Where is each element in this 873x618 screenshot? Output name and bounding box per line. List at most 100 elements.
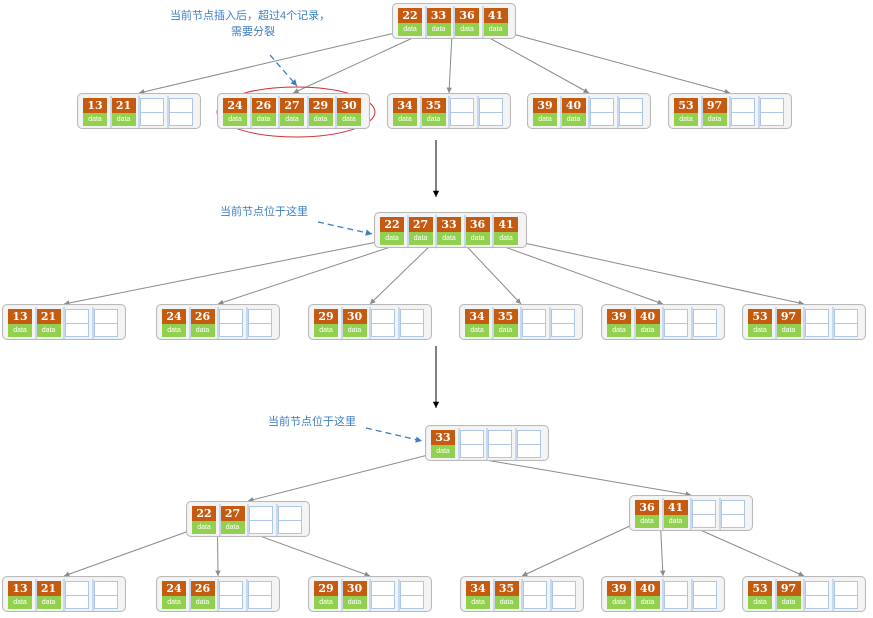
slot-divider	[369, 307, 371, 339]
data-label: data	[223, 113, 247, 126]
slot-divider	[453, 6, 455, 38]
slot-divider	[661, 498, 664, 530]
slot-divider	[109, 96, 112, 128]
stage3-edge-left-leaf-head	[364, 571, 370, 577]
key-label: 24	[162, 309, 186, 324]
slot-divider	[397, 307, 400, 339]
data-label: data	[674, 113, 698, 126]
slot-divider	[514, 428, 517, 460]
annotation-arrow-stage2-head	[365, 229, 372, 236]
data-label: data	[748, 324, 772, 337]
key-label: 30	[342, 581, 367, 596]
slot-divider	[831, 307, 834, 339]
slot-divider	[803, 307, 805, 339]
slot-divider	[718, 498, 721, 530]
data-label: data	[8, 596, 32, 609]
data-label: data	[465, 232, 490, 245]
stage1-edge	[293, 32, 424, 94]
slot-divider	[457, 428, 460, 460]
data-label: data	[607, 596, 631, 609]
slot-divider	[275, 504, 278, 536]
data-label: data	[561, 113, 586, 126]
slot-divider	[63, 307, 65, 339]
key-label: 34	[466, 581, 490, 596]
empty-slot	[618, 98, 643, 126]
slot-divider	[616, 96, 619, 128]
slot-divider	[690, 307, 693, 339]
key-label: 41	[494, 217, 518, 232]
data-label: data	[465, 324, 489, 337]
key-label: 22	[380, 217, 404, 232]
slot-divider	[492, 579, 495, 611]
stage1-edge	[448, 32, 453, 94]
slot-divider	[217, 579, 219, 611]
empty-slot	[247, 581, 272, 609]
empty-slot	[759, 98, 784, 126]
data-label: data	[251, 113, 276, 126]
empty-slot	[692, 581, 717, 609]
empty-slot	[219, 309, 243, 337]
stage2-edge	[490, 241, 664, 305]
data-label: data	[162, 324, 186, 337]
stage3-edge-left-leaf	[217, 530, 219, 577]
key-label: 53	[748, 581, 772, 596]
slot-divider	[91, 307, 94, 339]
slot-divider	[34, 579, 37, 611]
slot-divider	[419, 96, 422, 128]
key-label: 53	[748, 309, 772, 324]
data-label: data	[314, 324, 338, 337]
key-label: 27	[280, 98, 304, 113]
stage3-edge-right-leaf	[521, 524, 633, 577]
key-label: 26	[190, 309, 215, 324]
key-label: 36	[635, 500, 659, 515]
key-label: 24	[223, 98, 247, 113]
annotation-arrow-insert	[269, 54, 298, 87]
key-label: 22	[398, 8, 422, 23]
data-label: data	[455, 23, 479, 36]
empty-slot	[399, 581, 424, 609]
key-label: 24	[162, 581, 186, 596]
key-label: 36	[465, 217, 490, 232]
stage1-edge-head	[446, 87, 452, 93]
data-label: data	[314, 596, 338, 609]
stage3-edge-right-leaf-head	[522, 571, 528, 577]
stage1-edge-head	[583, 88, 589, 93]
key-label: 26	[190, 581, 215, 596]
empty-slot	[65, 309, 89, 337]
stage1-edge-head	[724, 88, 730, 95]
empty-slot	[805, 581, 829, 609]
annotation-current-node-stage3: 当前节点位于这里	[268, 416, 356, 428]
slot-divider	[491, 307, 494, 339]
key-label: 40	[635, 581, 660, 596]
slot-divider	[486, 428, 488, 460]
key-label: 53	[674, 98, 698, 113]
slot-divider	[690, 579, 693, 611]
empty-slot	[247, 309, 272, 337]
data-label: data	[437, 232, 461, 245]
slot-divider	[690, 498, 692, 530]
slot-divider	[549, 579, 552, 611]
